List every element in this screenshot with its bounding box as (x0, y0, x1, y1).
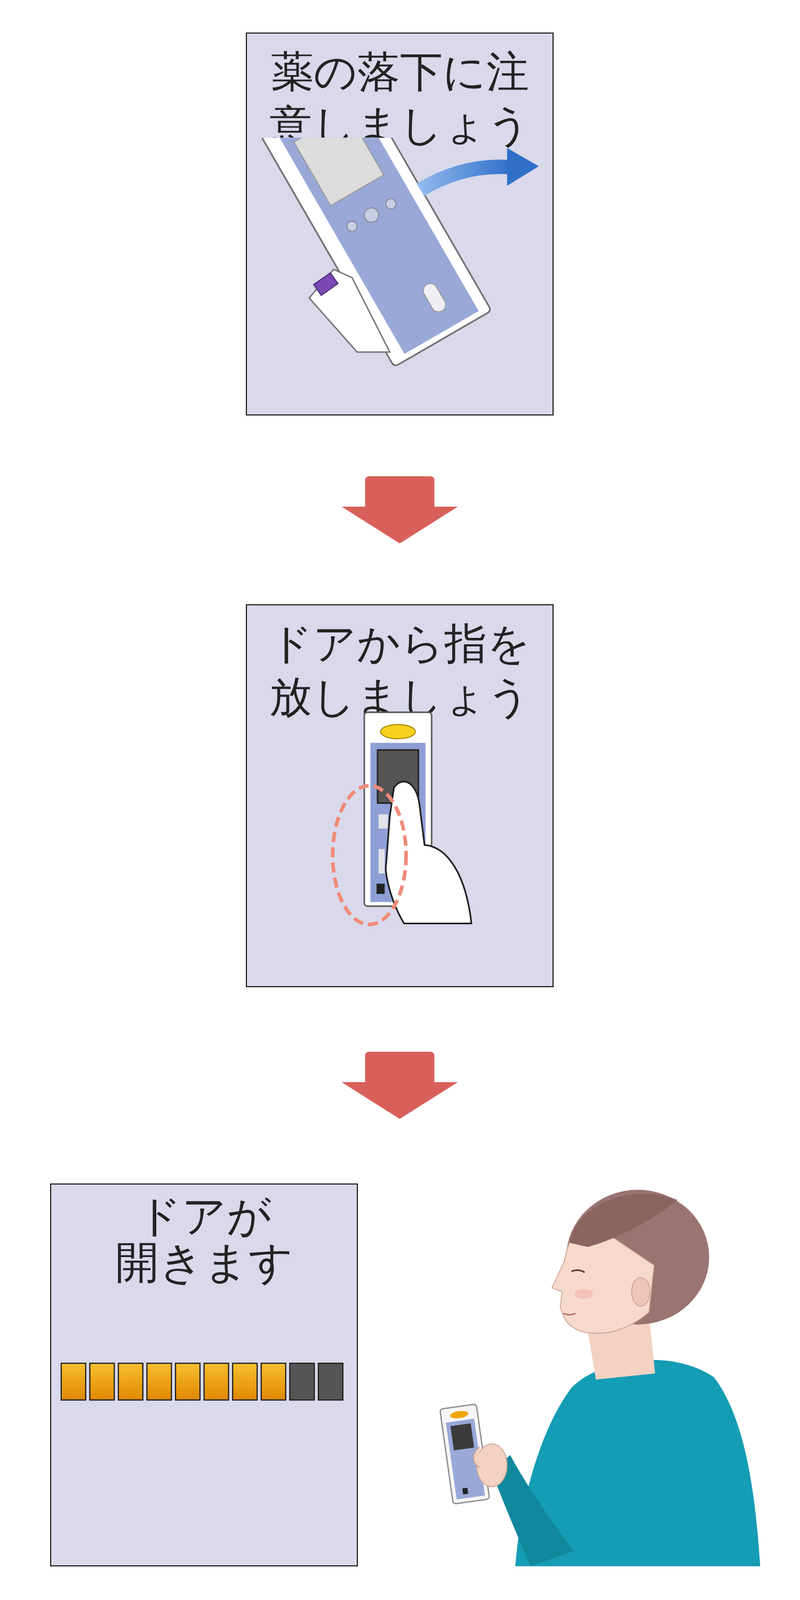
progress-bar (61, 1363, 343, 1400)
step-box: 薬の落下に注意しましょう (245, 32, 554, 416)
step-text: 薬の落下に注意しましょう (263, 45, 537, 152)
tilt-arrow (420, 147, 539, 190)
flow-arrow-shape (341, 476, 459, 544)
medicine-door-flap (309, 269, 390, 352)
flow-arrow (341, 476, 459, 544)
flow-arrow-shape (341, 1051, 459, 1119)
woman-illustration (440, 1189, 761, 1567)
tilted-device (260, 137, 492, 367)
step-text: ドアが 開きます (94, 1193, 314, 1286)
step-text: ドアから指を放しましょう (263, 617, 537, 724)
hand (385, 781, 472, 924)
step-box: ドアから指を放しましょう (245, 604, 554, 988)
step-box: ドアが 開きます (50, 1183, 358, 1567)
upright-device (364, 712, 432, 907)
finger-highlight (332, 785, 407, 925)
flow-arrow (341, 1051, 459, 1119)
